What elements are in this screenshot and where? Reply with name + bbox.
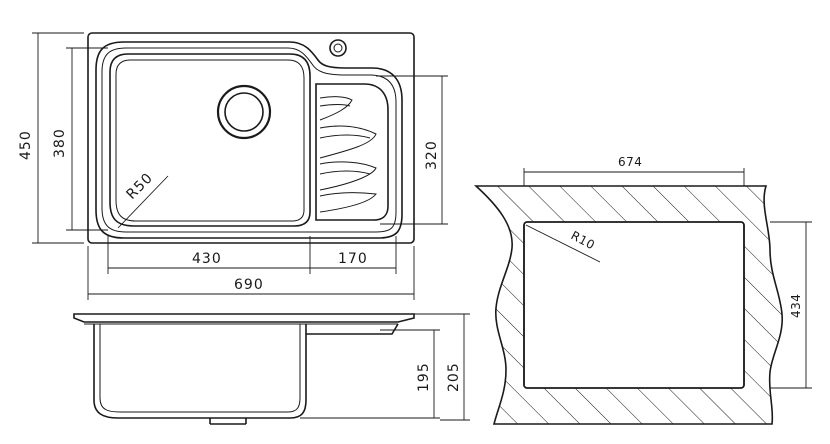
tap-hole [329, 39, 347, 57]
drainer-rib [319, 125, 377, 159]
dim-label-450: 450 [18, 130, 34, 160]
drainer-rib [319, 161, 377, 191]
dim-bowl-height: 380 [52, 47, 108, 231]
cutout-radius-leader [525, 224, 601, 263]
dim-overall-height: 450 [18, 32, 84, 244]
dim-label-170: 170 [338, 251, 368, 267]
dim-label-434: 434 [789, 294, 803, 318]
tap-hole-inner [333, 43, 343, 53]
dim-bowl-depth: 195 [300, 329, 440, 419]
radius-leader [117, 175, 169, 229]
drainer-rib [319, 192, 377, 213]
drain-inner [224, 92, 264, 132]
drainer-rib [319, 170, 371, 175]
side-bowl-inner [99, 324, 301, 413]
radius-label-r50: R50 [124, 170, 157, 203]
sink-body-outline-outer [95, 41, 403, 239]
bowl-inner-wall [109, 53, 311, 227]
sink-top-view: R50 450 380 320 430 [18, 32, 448, 300]
dim-label-380: 380 [52, 128, 68, 158]
dim-label-430: 430 [192, 251, 222, 267]
side-flange [73, 313, 415, 323]
dim-drainer-height: 320 [376, 75, 448, 225]
drainer-rib [319, 104, 351, 107]
drainer-ribs [319, 96, 377, 213]
dim-label-195: 195 [416, 362, 432, 392]
drainer-rib [319, 96, 353, 121]
drainer-rib [319, 134, 371, 139]
cutout-wall-outline [473, 185, 783, 425]
dim-overall-depth: 205 [414, 313, 470, 421]
drainer-area [315, 83, 389, 221]
dim-cutout-height: 434 [770, 221, 812, 389]
dim-overall-width: 690 [87, 246, 415, 300]
sink-side-view: 195 205 [73, 313, 470, 425]
sink-body-outline-inner [101, 47, 397, 233]
drain-outer [216, 84, 272, 140]
dim-label-674: 674 [618, 155, 642, 169]
cutout-opening [523, 221, 745, 389]
bowl-inner-wall-2 [115, 59, 305, 222]
cutout-view: R10 674 434 [473, 155, 812, 425]
dim-bowl-drainer-width: 430 170 [107, 236, 397, 274]
sink-flange-outline [87, 32, 415, 244]
dim-label-205: 205 [446, 362, 462, 392]
dim-label-320: 320 [424, 140, 440, 170]
side-bowl [93, 324, 307, 419]
side-drainer [306, 323, 399, 335]
dim-label-690: 690 [234, 277, 264, 293]
dim-cutout-width: 674 [523, 155, 745, 186]
cutout-hatched-wall [476, 186, 783, 424]
